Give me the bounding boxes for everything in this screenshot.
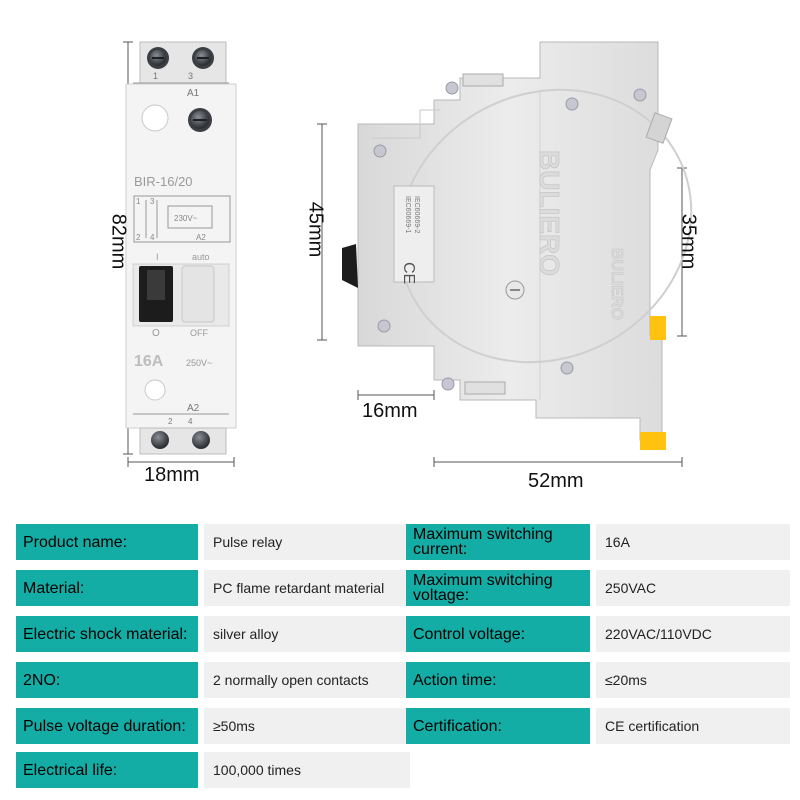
switch-on-label: I: [156, 252, 159, 262]
din-clip-top: [462, 73, 504, 87]
spec-label: Action time:: [406, 662, 590, 698]
side-width-dimension-label: 52mm: [528, 470, 584, 492]
depth-lower-dimension-label: 35mm: [677, 213, 700, 270]
spec-label: Maximum switching current:: [406, 524, 590, 560]
spec-value: CE certification: [596, 708, 790, 744]
spec-value: 2 normally open contacts: [204, 662, 410, 698]
terminal-screw-icon: [151, 431, 169, 449]
spec-value: 16A: [596, 524, 790, 560]
voltage-label: 250V~: [186, 358, 212, 368]
rating-label: 16A: [134, 353, 164, 370]
standard-2-label: IEC60669-2: [413, 196, 420, 233]
yellow-tab: [640, 432, 666, 450]
coil-voltage-label: 230V~: [174, 214, 198, 223]
spec-label: Electrical life:: [16, 752, 198, 788]
a2-label: A2: [187, 403, 200, 414]
terminal-number-1: 1: [153, 71, 158, 81]
yellow-tab: [650, 316, 666, 340]
spec-label: Electric shock material:: [16, 616, 198, 652]
spec-value: 100,000 times: [204, 752, 410, 788]
depth-upper-dimension-label: 45mm: [304, 201, 327, 258]
model-label: BIR-16/20: [134, 174, 193, 189]
side-view: IEC60669-1 IEC60669-2 CE BULIERO BULIERO: [317, 41, 693, 467]
spec-label: Certification:: [406, 708, 590, 744]
brand-emboss-top: BULIERO: [534, 150, 565, 276]
spec-value: 250VAC: [596, 570, 790, 606]
side-inner-width-dimension-label: 16mm: [362, 400, 418, 422]
terminal-number-2: 2: [168, 417, 173, 426]
spec-table: Product name: Pulse relay Material: PC f…: [0, 520, 800, 800]
housing-oval-relief: [397, 88, 693, 364]
spec-value: PC flame retardant material: [204, 570, 410, 606]
contact-2-label: 2: [136, 233, 141, 242]
standard-1-label: IEC60669-1: [404, 196, 411, 233]
access-hole: [141, 104, 169, 132]
rivets: [373, 81, 647, 391]
spec-value: silver alloy: [204, 616, 410, 652]
switch-off-label: O: [152, 328, 160, 339]
product-drawing-svg: 1 3 A1 BIR-16/20 1 3 2 4 230V~ A2: [123, 41, 693, 467]
off-label: OFF: [190, 328, 208, 338]
spec-value: Pulse relay: [204, 524, 410, 560]
front-body: [125, 83, 237, 429]
din-clip-bottom: [464, 381, 506, 395]
height-dimension-label: 82mm: [107, 213, 130, 270]
terminal-number-4: 4: [188, 417, 193, 426]
contact-1-label: 1: [136, 197, 141, 206]
brand-emboss-bottom: BULIERO: [608, 248, 625, 320]
auto-label: auto: [192, 252, 210, 262]
front-view: 1 3 A1 BIR-16/20 1 3 2 4 230V~ A2: [123, 41, 237, 467]
product-drawing: 1 3 A1 BIR-16/20 1 3 2 4 230V~ A2: [107, 41, 700, 492]
front-width-dimension-label: 18mm: [144, 464, 200, 486]
spec-label: Product name:: [16, 524, 198, 560]
spec-label: Control voltage:: [406, 616, 590, 652]
side-lever: [342, 244, 358, 288]
spec-label: Pulse voltage duration:: [16, 708, 198, 744]
contact-4-label: 4: [150, 233, 155, 242]
spec-value: ≥50ms: [204, 708, 410, 744]
ce-mark: CE: [400, 262, 417, 284]
spec-value: ≤20ms: [596, 662, 790, 698]
spec-label: Maximum switching voltage:: [406, 570, 590, 606]
spec-label: Material:: [16, 570, 198, 606]
terminal-screw-icon: [192, 431, 210, 449]
spec-value: 220VAC/110VDC: [596, 616, 790, 652]
access-hole-bottom: [144, 379, 166, 401]
a2-schematic-label: A2: [196, 233, 206, 242]
spec-label: 2NO:: [16, 662, 198, 698]
wiring-schematic: [133, 195, 231, 243]
auto-off-selector[interactable]: [181, 265, 215, 323]
label-plate: [393, 185, 435, 283]
terminal-number-3: 3: [188, 71, 193, 81]
a1-label: A1: [187, 88, 200, 99]
contact-3-label: 3: [150, 197, 155, 206]
